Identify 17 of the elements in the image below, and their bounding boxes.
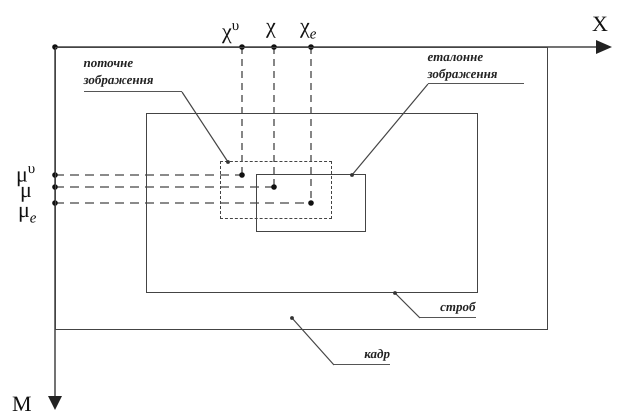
axis-symbol: χ$^{υ}$ [222, 17, 240, 44]
axis-symbol: M [12, 392, 32, 414]
leader-line [290, 316, 334, 366]
callout-text: поточне зображення [84, 54, 182, 92]
callout-text: кадр [334, 345, 390, 365]
dashed-rectangle [220, 161, 332, 219]
leader-line [350, 84, 428, 177]
callout-text: еталонне зображення [428, 48, 524, 84]
frame-rectangle [55, 47, 548, 330]
callout-text: строб [420, 298, 476, 318]
axis-symbol: χ [266, 14, 276, 38]
frame-rectangle [146, 112, 478, 292]
frame-rectangle [256, 174, 366, 232]
leader-line [393, 291, 420, 318]
axis-symbol: X [592, 12, 608, 36]
axis-symbol: χ$_{e}$ [300, 14, 316, 44]
leader-line [182, 92, 230, 164]
